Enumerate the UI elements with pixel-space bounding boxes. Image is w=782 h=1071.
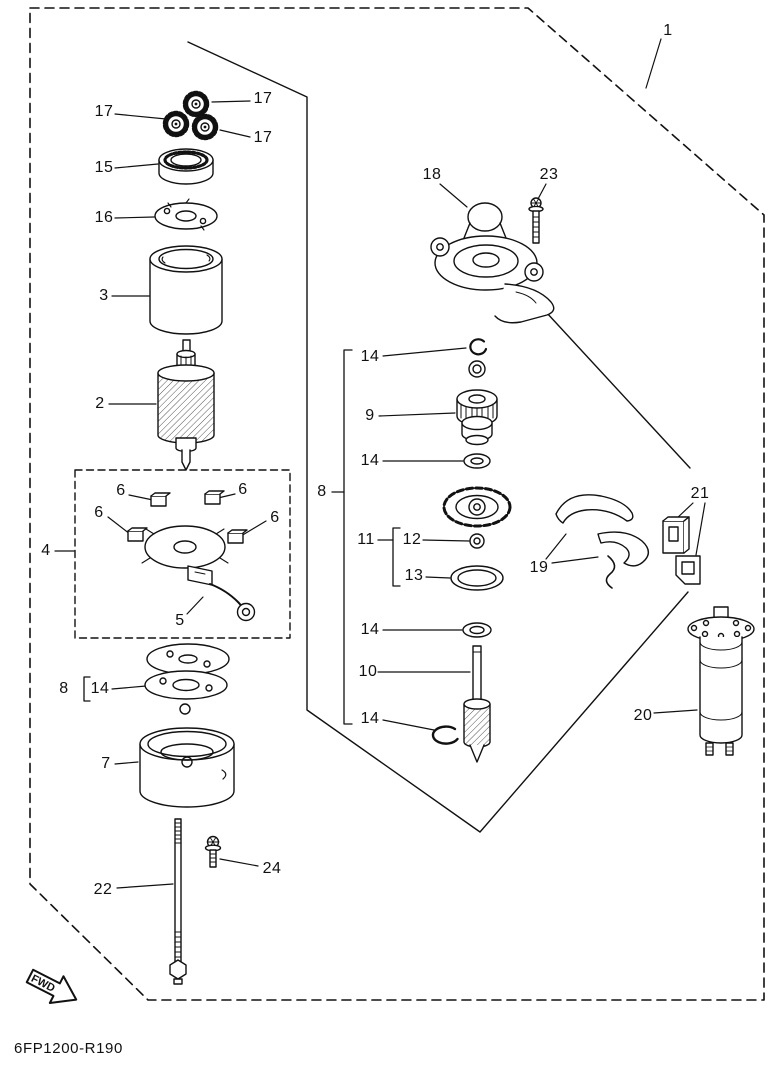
callout-19: 19 [529, 559, 549, 576]
callout-6: 6 [94, 504, 104, 521]
callout-17: 17 [253, 129, 273, 146]
callout-21: 21 [690, 485, 710, 502]
outer-dashed-border [29, 7, 765, 1001]
callout-7: 7 [101, 755, 111, 772]
callout-5: 5 [175, 612, 185, 629]
through-bolt-22-drawing [169, 818, 187, 985]
callout-4: 4 [41, 542, 51, 559]
callout-20: 20 [633, 707, 653, 724]
callout-18: 18 [422, 166, 442, 183]
callout-11: 11 [357, 531, 375, 548]
callout-17: 17 [94, 103, 114, 120]
callout-23: 23 [539, 166, 559, 183]
rear-unit-20-drawing [687, 606, 755, 756]
front-cover-7-drawing [139, 727, 235, 808]
brush-holder-assembly-drawing [127, 490, 248, 569]
washer-14-lower-drawing [462, 622, 492, 638]
assembly-outline [187, 41, 691, 833]
pinion-clutch-9-drawing [456, 389, 498, 446]
brush-holder-group-4-box [74, 469, 291, 639]
callout-12: 12 [402, 531, 422, 548]
clutch-carrier-cap-drawing [442, 486, 512, 528]
group-brackets [83, 349, 401, 725]
spring-washer-drawing [468, 360, 486, 378]
planet-gears-17-drawing [162, 90, 219, 141]
front-bracket-18-drawing [430, 202, 555, 324]
brush-terminal-5-drawing [187, 565, 256, 622]
wave-washer-14-drawing [431, 725, 459, 745]
armature-2-drawing [157, 339, 215, 471]
callout-8: 8 [317, 483, 327, 500]
end-plates-drawing [144, 643, 230, 715]
callout-15: 15 [94, 159, 114, 176]
callout-13: 13 [404, 567, 424, 584]
callout-6: 6 [238, 481, 248, 498]
washer-14-upper-drawing [463, 453, 491, 469]
washer-plate-16-drawing [154, 198, 218, 231]
callout-16: 16 [94, 209, 114, 226]
callout-22: 22 [93, 881, 113, 898]
yoke-housing-3-drawing [149, 245, 223, 335]
callout-17: 17 [253, 90, 273, 107]
ring-gear-15-drawing [158, 148, 214, 185]
callout-10: 10 [358, 663, 378, 680]
callout-8: 8 [59, 680, 69, 697]
shift-lever-19-drawing [555, 494, 650, 589]
callout-9: 9 [365, 407, 375, 424]
drive-shaft-10-drawing [463, 645, 491, 763]
callout-14: 14 [360, 621, 380, 638]
holder-clips-21-drawing [662, 516, 701, 585]
callout-3: 3 [99, 287, 109, 304]
callout-14: 14 [90, 680, 110, 697]
washer-12-drawing [469, 533, 485, 549]
callout-14: 14 [360, 452, 380, 469]
bolt-23-drawing [528, 197, 544, 244]
callout-6: 6 [116, 482, 126, 499]
callout-6: 6 [270, 509, 280, 526]
callout-24: 24 [262, 860, 282, 877]
callout-1: 1 [663, 22, 673, 39]
callout-2: 2 [95, 395, 105, 412]
bolt-24-drawing [204, 835, 222, 868]
callout-14: 14 [360, 348, 380, 365]
drawing-code: 6FP1200-R190 [14, 1040, 123, 1057]
leader-lines [54, 38, 706, 889]
callout-14: 14 [360, 710, 380, 727]
snap-ring-drawing [469, 338, 488, 356]
cover-ring-13-drawing [450, 565, 504, 591]
